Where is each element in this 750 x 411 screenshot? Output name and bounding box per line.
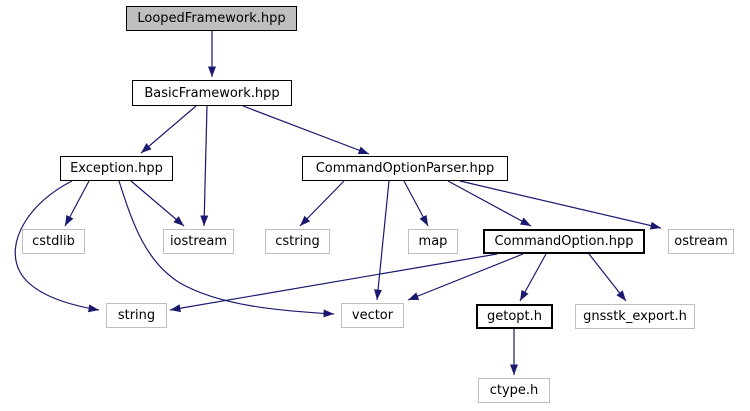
node-ctype-h: ctype.h [478,378,550,403]
node-basicframework-hpp[interactable]: BasicFramework.hpp [132,80,292,106]
edge-exception-cstdlib [64,180,90,227]
node-loopedframework-hpp: LoopedFramework.hpp [126,6,297,31]
edge-commandoptionparser-vector [374,180,390,301]
node-map: map [408,229,458,254]
edge-basicframework-exception [140,105,197,154]
node-string: string [106,303,167,328]
edge-commandoption-string [169,253,498,313]
edge-commandoption-getopt [519,253,547,302]
edge-basicframework-iostream [200,105,209,227]
edge-commandoption-gnsstkexport [588,253,627,302]
edge-exception-string [14,180,100,313]
node-vector: vector [341,303,404,328]
edge-exception-iostream [130,180,185,227]
node-exception-hpp[interactable]: Exception.hpp [60,156,173,181]
edge-basicframework-commandoptionparser [242,105,370,155]
node-getopt-h[interactable]: getopt.h [476,304,553,329]
edge-commandoptionparser-ostream [459,180,662,230]
edge-commandoption-vector [407,253,524,301]
node-commandoption-hpp[interactable]: CommandOption.hpp [483,229,645,254]
node-cstdlib: cstdlib [22,229,85,254]
node-ostream: ostream [668,229,734,254]
node-cstring: cstring [265,229,330,254]
node-iostream: iostream [163,229,234,254]
edge-commandoptionparser-cstring [299,180,345,227]
edge-commandoptionparser-commandoption [447,180,532,227]
node-gnsstk-export-h: gnsstk_export.h [575,304,695,329]
node-commandoptionparser-hpp[interactable]: CommandOptionParser.hpp [302,156,508,181]
edge-exception-vector [118,180,335,318]
edge-commandoptionparser-map [403,180,429,227]
